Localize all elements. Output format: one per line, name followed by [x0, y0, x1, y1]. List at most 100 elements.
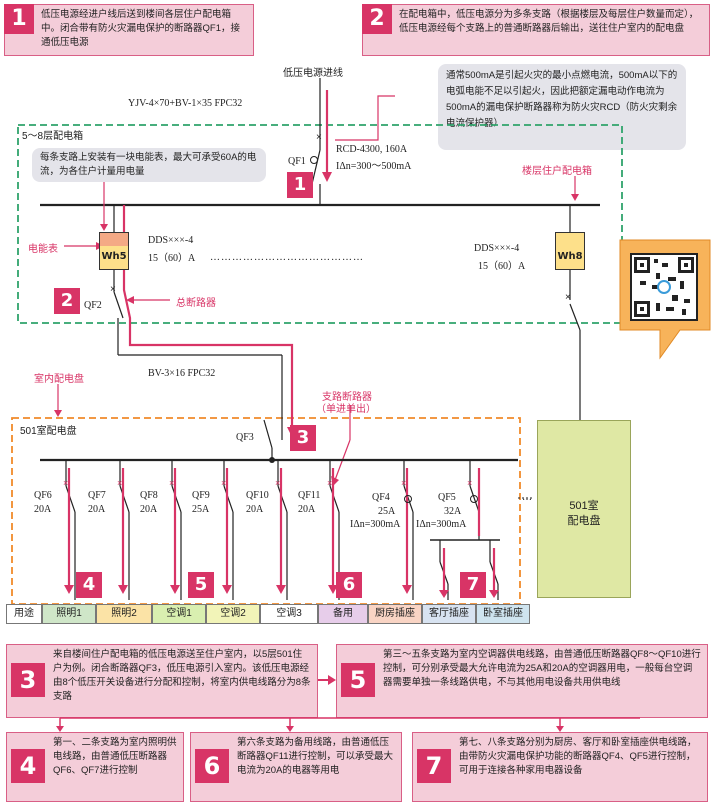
panel-501-line2: 配电盘	[567, 515, 601, 527]
qf3-label: QF3	[236, 432, 254, 443]
power-in-label: 低压电源进线	[283, 68, 343, 79]
note-7: 7 第七、八条支路分别为厨房、客厅和卧室插座供电线路，由带防火灾漏电保护功能的断…	[412, 732, 708, 802]
breaker-trip-mark: ×	[401, 478, 406, 488]
breaker-rating: 25A	[378, 506, 396, 517]
breaker-trip-mark: ×	[169, 478, 174, 488]
meter-wh5: Wh5	[99, 232, 129, 270]
branch-arrow	[276, 585, 286, 594]
note-1-text: 低压电源经进户线后送到楼间各层住户配电箱中。闭合带有防火灾漏电保护的断路器QF1…	[41, 9, 240, 48]
breaker-trip-mark: ×	[467, 478, 472, 488]
usage-cell: 备用	[318, 604, 368, 624]
breaker-rating: 20A	[246, 504, 264, 515]
qf1-label: QF1	[288, 156, 306, 167]
branch-arrow	[64, 585, 74, 594]
step-number-1: 1	[4, 4, 34, 34]
note-2-text: 在配电箱中，低压电源分为多条支路（根据楼层及每层住户数量而定），低压电源经每个支…	[399, 9, 699, 34]
floor-box-border	[17, 124, 623, 324]
step-tag-3: 3	[290, 425, 316, 451]
sub-branch-arrow	[439, 590, 449, 598]
breaker-idn: IΔn=300mA	[350, 519, 401, 530]
rcd-idn-label: IΔn=300～500mA	[336, 161, 412, 172]
panel-501-box: 501室 配电盘	[537, 420, 631, 598]
breaker-trip-mark: ×	[117, 478, 122, 488]
qf2-label: QF2	[84, 300, 102, 311]
breaker-name: QF11	[298, 490, 321, 501]
usage-cell: 照明2	[96, 604, 152, 624]
step-tag-6: 6	[336, 572, 362, 598]
branch-breaker-label: 支路断路器	[322, 392, 372, 403]
branch-arrow	[402, 585, 412, 594]
breaker-name: QF9	[192, 490, 210, 501]
usage-cell: 空调2	[206, 604, 260, 624]
breaker-rating: 25A	[192, 504, 210, 515]
breaker-name: QF7	[88, 490, 106, 501]
branch-arrow	[222, 585, 232, 594]
usage-cell: 厨房插座	[368, 604, 422, 624]
meter-wh8-label: Wh8	[556, 246, 584, 269]
step-tag-7: 7	[460, 572, 486, 598]
breaker-rating: 20A	[88, 504, 106, 515]
step-number-7: 7	[417, 749, 451, 783]
meter-model-left: DDS×××-4	[148, 235, 194, 246]
step-tag-4: 4	[76, 572, 102, 598]
note-4-text: 第一、二条支路为室内照明供电线路，由普通低压断路器QF6、QF7进行控制	[53, 737, 177, 776]
breaker-trip-mark: ×	[221, 478, 226, 488]
branch-breaker-sub: （单进单出）	[316, 404, 376, 415]
meter-note-text: 每条支路上安装有一块电能表，最大可承受60A的电流，为各住户计量用电量	[40, 152, 257, 177]
meter-dots: ……………………………………	[210, 252, 364, 263]
breaker-rating: 20A	[34, 504, 52, 515]
breaker-name: QF10	[246, 490, 269, 501]
breaker-rating: 20A	[298, 504, 316, 515]
branch-arrow	[328, 585, 338, 594]
meter-label: 电能表	[28, 244, 58, 255]
breaker-name: QF4	[372, 492, 390, 503]
usage-cell: 空调1	[152, 604, 206, 624]
branch-arrow	[170, 585, 180, 594]
note-1: 1 低压电源经进户线后送到楼间各层住户配电箱中。闭合带有防火灾漏电保护的断路器Q…	[4, 4, 254, 56]
step-number-6: 6	[195, 749, 229, 783]
note-7-text: 第七、八条支路分别为厨房、客厅和卧室插座供电线路，由带防火灾漏电保护功能的断路器…	[459, 737, 697, 776]
usage-cell: 空调3	[260, 604, 318, 624]
usage-cell: 卧室插座	[476, 604, 530, 624]
main-cable-label: YJV-4×70+BV-1×35 FPC32	[128, 98, 243, 109]
floor-box-label: 楼层住户配电箱	[522, 166, 592, 177]
breaker-trip-mark: ×	[327, 478, 332, 488]
fire-rcd-note: 通常500mA是引起火灾的最小点燃电流，500mA以下的电弧电能不足以引起火，因…	[438, 64, 686, 150]
note-6: 6 第六条支路为备用线路，由普通低压断路器QF11进行控制，可以承受最大电流为2…	[190, 732, 402, 802]
usage-cell: 照明1	[42, 604, 96, 624]
svg-text:×: ×	[110, 284, 116, 295]
note-3-text: 来自楼间住户配电箱的低压电源送至住户室内，以5层501住户为例。闭合断路器QF3…	[53, 649, 311, 702]
breaker-name: QF8	[140, 490, 158, 501]
step-number-4: 4	[11, 749, 45, 783]
indoor-panel-label: 室内配电盘	[34, 374, 84, 385]
note-4: 4 第一、二条支路为室内照明供电线路，由普通低压断路器QF6、QF7进行控制	[6, 732, 184, 802]
meter-note: 每条支路上安装有一块电能表，最大可承受60A的电流，为各住户计量用电量	[32, 148, 266, 182]
meter-model-right: DDS×××-4	[474, 243, 520, 254]
rcd-label: RCD-4300, 160A	[336, 144, 408, 155]
svg-text:×: ×	[565, 292, 571, 303]
step-number-5: 5	[341, 663, 375, 697]
note-5-text: 第三～五条支路为室内空调器供电线路，由普通低压断路器QF8～QF10进行控制，可…	[383, 649, 701, 688]
step-tag-2: 2	[54, 288, 80, 314]
svg-text:×: ×	[316, 132, 322, 143]
breaker-rating: 20A	[140, 504, 158, 515]
breaker-idn: IΔn=300mA	[416, 519, 467, 530]
note-2: 2 在配电箱中，低压电源分为多条支路（根据楼层及每层住户数量而定），低压电源经每…	[362, 4, 710, 56]
step-number-2: 2	[362, 4, 392, 34]
step-tag-5: 5	[188, 572, 214, 598]
breaker-rating: 32A	[444, 506, 462, 517]
room-panel-title: 501室配电盘	[20, 426, 77, 437]
indoor-cable-label: BV-3×16 FPC32	[148, 368, 216, 379]
usage-cell: 客厅插座	[422, 604, 476, 624]
meter-wh8: Wh8	[555, 232, 585, 270]
rcd-symbol	[470, 495, 478, 503]
breaker-trip-mark: ×	[275, 478, 280, 488]
branch-arrow	[118, 585, 128, 594]
panel-501-line1: 501室	[569, 500, 599, 512]
breaker-trip-mark: ×	[63, 478, 68, 488]
note-5: 5 第三～五条支路为室内空调器供电线路，由普通低压断路器QF8～QF10进行控制…	[336, 644, 708, 718]
rcd-symbol	[404, 495, 412, 503]
step-tag-1: 1	[287, 172, 313, 198]
